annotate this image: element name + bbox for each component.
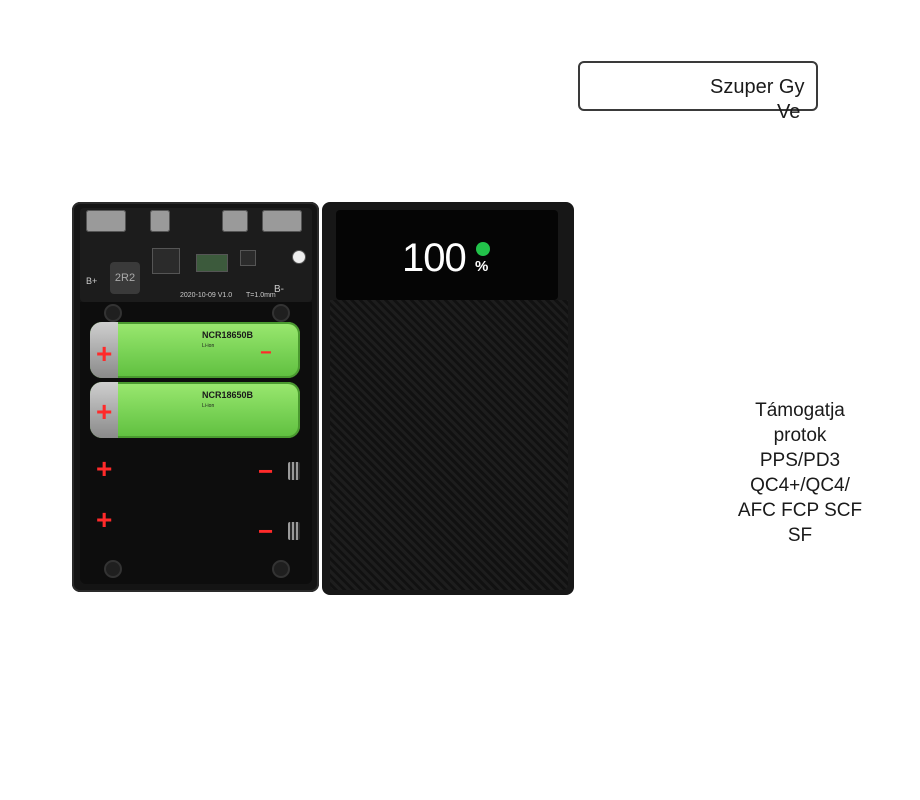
battery-chem-label: Li-ion — [202, 403, 215, 409]
usb-port — [222, 210, 248, 232]
usb-port — [150, 210, 170, 232]
battery-chem-label: Li-ion — [202, 343, 215, 349]
battery-cell — [90, 322, 300, 378]
battery-spring — [288, 522, 300, 540]
slot-minus-sign: − — [258, 456, 274, 486]
slot-plus-sign: + — [96, 504, 113, 535]
ic-chip — [152, 248, 180, 274]
pcb-thickness-label: T=1.0mm — [246, 292, 276, 299]
usb-port — [86, 210, 126, 232]
led — [292, 250, 306, 264]
pcb-date-label: 2020-10-09 V1.0 — [180, 292, 233, 299]
battery-model-label: NCR18650B — [202, 390, 254, 400]
battery-terminal — [90, 382, 118, 438]
battery-cell — [90, 382, 300, 438]
inductor: 2R2 — [110, 262, 140, 294]
protocol-line: protok — [773, 425, 827, 446]
battery-plus-sign: + — [96, 396, 113, 427]
capacitor — [196, 254, 228, 272]
usb-port — [262, 210, 302, 232]
protocol-line: SF — [787, 525, 813, 546]
title-callout-box — [578, 61, 818, 111]
ic-chip — [240, 250, 256, 266]
protocol-line: Támogatja — [755, 400, 845, 421]
slot-minus-sign: − — [258, 516, 274, 546]
protocol-support-text: Támogatja protok PPS/PD3 QC4+/QC4/ AFC F… — [680, 398, 920, 548]
charge-percent-sign: % — [475, 258, 489, 275]
battery-model-label: NCR18650B — [202, 330, 254, 340]
charging-icon — [476, 242, 490, 256]
mount-hole — [272, 304, 290, 322]
battery-plus-sign: + — [96, 338, 113, 369]
mount-hole — [272, 560, 290, 578]
protocol-line: AFC FCP SCF — [737, 500, 863, 521]
title-callout-line1: Szuper Gy — [710, 76, 805, 98]
battery-display — [336, 210, 558, 300]
protocol-line: PPS/PD3 — [759, 450, 841, 471]
mount-hole — [104, 560, 122, 578]
slot-plus-sign: + — [96, 453, 113, 484]
title-callout-line2: Ve — [777, 101, 801, 123]
battery-minus-sign: − — [260, 342, 272, 364]
product-image: Szuper Gy Ve Támogatja protok PPS/PD3 QC… — [72, 61, 862, 595]
charge-percent-value: 100 — [402, 236, 467, 280]
battery-terminal — [90, 322, 118, 378]
mount-hole — [104, 304, 122, 322]
battery-spring — [288, 462, 300, 480]
textured-shell — [330, 300, 568, 590]
pcb-b-plus-label: B+ — [86, 276, 98, 286]
pcb-b-minus-label: B- — [274, 284, 284, 295]
protocol-line: QC4+/QC4/ — [750, 475, 850, 496]
